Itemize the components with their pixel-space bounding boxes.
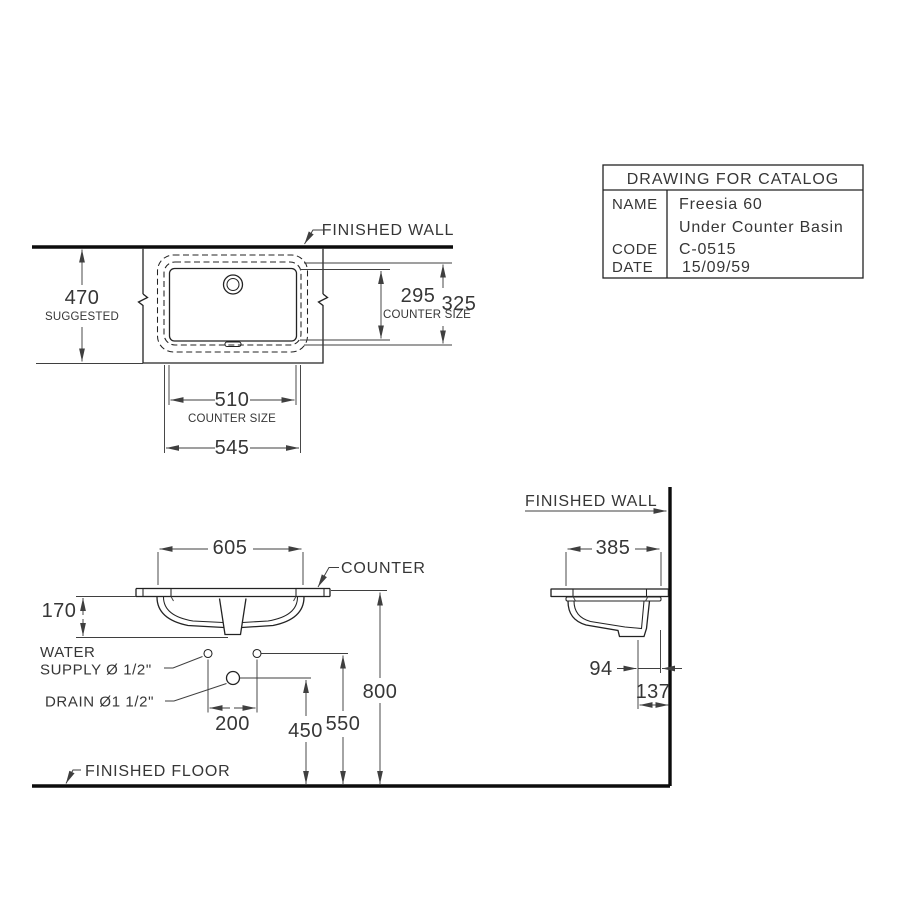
finished-wall-label: FINISHED WALL: [322, 222, 455, 239]
dim-170: 170: [42, 596, 228, 638]
dim-385: 385: [565, 537, 662, 586]
overflow-slot: [224, 341, 242, 348]
dim-450: 450: [240, 677, 323, 784]
dim-605: 605: [157, 537, 304, 585]
counter-hatch-right: [295, 587, 325, 598]
counter-outline: [142, 248, 324, 364]
dim-470-note: SUGGESTED: [45, 311, 119, 323]
title-block-border: [602, 164, 864, 279]
dim-550: 550: [261, 653, 361, 784]
dim-800-text: 800: [363, 681, 398, 703]
faucet-hole-outer: [222, 274, 244, 295]
dim-94: 94: [589, 630, 682, 709]
dim-385-text: 385: [596, 537, 631, 559]
faucet-hole-inner: [226, 277, 240, 292]
counter-size-label-h: COUNTER SIZE: [188, 413, 276, 425]
finished-wall-leader: [304, 229, 325, 245]
basin-section-side: [567, 600, 651, 638]
dim-510-text: 510: [215, 389, 250, 411]
dim-450-text: 450: [288, 720, 323, 742]
dim-545-text: 545: [215, 437, 250, 459]
break-mark-left: [137, 293, 149, 310]
drain-label: DRAIN Ø1 1/2": [45, 694, 154, 711]
dim-325-text: 325: [442, 293, 477, 315]
dim-94-text: 94: [589, 658, 612, 680]
dim-295-325: 295 COUNTER SIZE 325: [300, 262, 477, 346]
dim-470-text: 470: [65, 287, 100, 309]
name-label: NAME: [612, 196, 658, 213]
water-supply-hole-right: [252, 648, 262, 659]
dim-605-text: 605: [213, 537, 248, 559]
front-view: 605 COUNTER 170: [32, 537, 670, 788]
dim-510-545: 510 COUNTER SIZE 545: [164, 365, 301, 459]
dim-137: 137: [636, 681, 671, 708]
counter-hatch-right-side: [645, 588, 669, 598]
side-view: FINISHED WALL 385: [525, 487, 682, 786]
title-block-header: DRAWING FOR CATALOG: [627, 171, 839, 188]
code-label: CODE: [612, 241, 658, 258]
counter-hatch-left: [142, 587, 172, 598]
basin-flange-side: [565, 596, 662, 602]
water-supply-label-line2: SUPPLY Ø 1/2": [40, 662, 152, 679]
basin-rim-hidden-outline: [156, 254, 309, 353]
date-label: DATE: [612, 259, 653, 276]
finished-wall-label-side: FINISHED WALL: [525, 493, 658, 510]
basin-body-hidden-outline: [163, 261, 302, 346]
dim-200-text: 200: [215, 713, 250, 735]
dim-295-text: 295: [401, 285, 436, 307]
break-mark-right: [317, 293, 329, 310]
drain-hole: [225, 670, 241, 686]
plan-view: FINISHED WALL 470 SUGGESTED 29: [32, 222, 476, 459]
counter-cutout-outline: [168, 267, 298, 342]
title-block: DRAWING FOR CATALOG NAME Freesia 60 Unde…: [602, 164, 864, 279]
counter-hatch-left-side: [550, 588, 574, 598]
water-supply-label-line1: WATER: [40, 644, 96, 661]
dim-800: 800: [331, 590, 398, 784]
water-supply-leader: [164, 656, 203, 669]
name-value-line2: Under Counter Basin: [679, 219, 844, 236]
finished-floor-label: FINISHED FLOOR: [85, 763, 230, 780]
basin-section-front: [156, 596, 305, 636]
dim-550-text: 550: [326, 713, 361, 735]
dim-200: 200: [207, 659, 258, 735]
counter-leader: [317, 567, 339, 588]
dim-170-text: 170: [42, 600, 77, 622]
counter-size-label-v: COUNTER SIZE: [383, 309, 471, 321]
drain-recess: [218, 598, 247, 636]
finished-floor-leader: [65, 769, 81, 784]
date-value: 15/09/59: [682, 259, 751, 276]
code-value: C-0515: [679, 241, 736, 258]
dim-137-text: 137: [636, 681, 671, 703]
water-supply-hole-left: [203, 648, 213, 659]
name-value-line1: Freesia 60: [679, 196, 763, 213]
dim-470-suggested: 470 SUGGESTED: [36, 249, 143, 364]
counter-label: COUNTER: [341, 560, 426, 577]
drain-leader: [165, 683, 227, 702]
